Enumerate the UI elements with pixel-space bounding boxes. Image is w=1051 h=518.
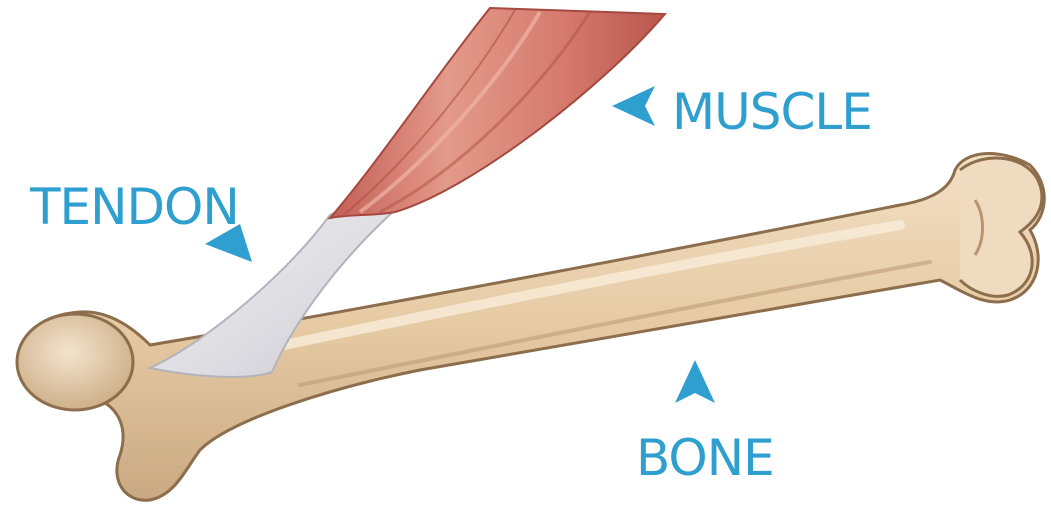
muscle-illustration	[330, 8, 665, 218]
triangle-up-icon	[675, 360, 715, 403]
bone-head	[17, 314, 133, 410]
label-muscle: MUSCLE	[612, 83, 872, 141]
label-tendon-text: TENDON	[29, 178, 239, 236]
label-tendon: TENDON	[29, 178, 252, 262]
label-bone-text: BONE	[636, 429, 774, 487]
triangle-left-icon	[612, 86, 655, 126]
label-bone: BONE	[636, 360, 774, 487]
label-muscle-text: MUSCLE	[672, 83, 872, 141]
